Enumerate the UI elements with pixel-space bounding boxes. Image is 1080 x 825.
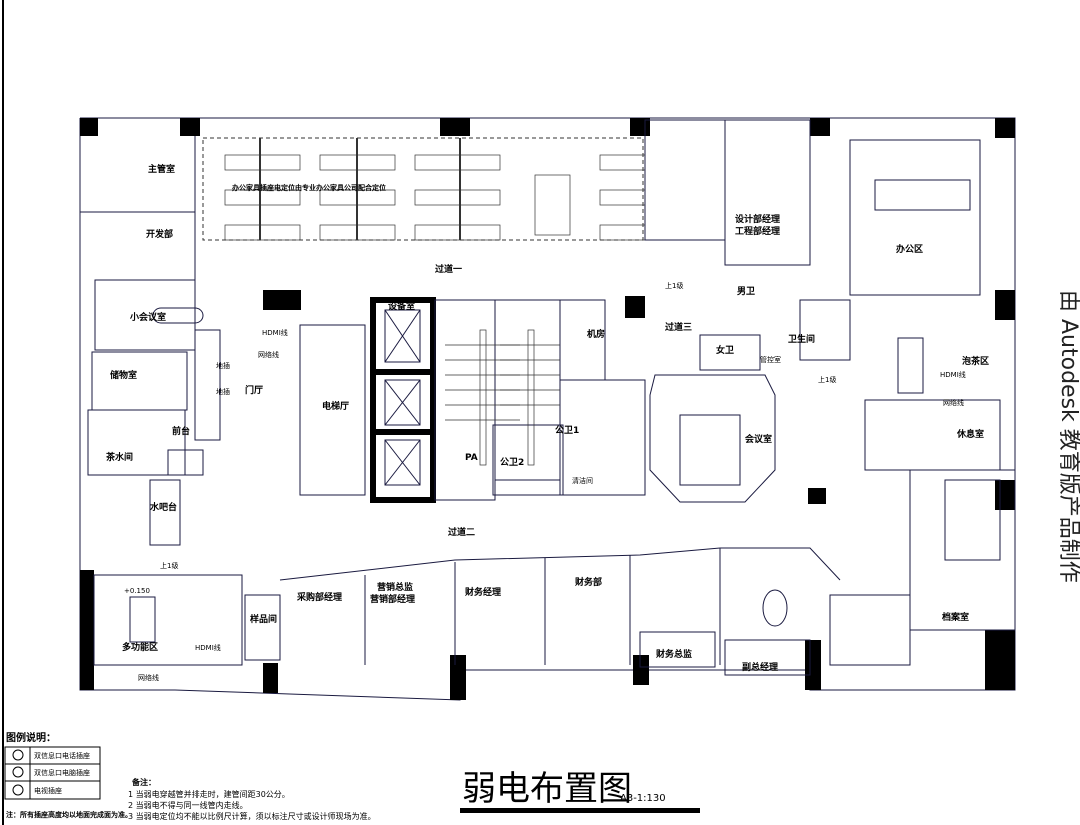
label-network-1: 网络线 bbox=[258, 350, 279, 359]
workstations bbox=[224, 138, 646, 241]
label-finance-dir: 财务总监 bbox=[655, 648, 692, 660]
label-elevation: +0.150 bbox=[124, 587, 150, 595]
label-storage: 储物室 bbox=[110, 369, 137, 381]
label-sample: 样品间 bbox=[250, 613, 277, 625]
legend-item: 双信息口电脑插座 bbox=[34, 768, 90, 777]
label-hdmi-1: HDMI线 bbox=[262, 328, 288, 337]
watermark: 由 Autodesk 教育版产品制作 bbox=[1056, 290, 1080, 583]
label-corridor-2: 过道二 bbox=[448, 526, 475, 538]
tv-outlet-icon bbox=[12, 784, 24, 796]
legend-note: 注：所有插座高度均以地面完成面为准。 bbox=[6, 810, 132, 819]
label-step-up-3: 上1级 bbox=[160, 561, 178, 570]
label-toilet: 卫生间 bbox=[788, 333, 815, 345]
label-marketing-dir: 营销总监 bbox=[377, 581, 413, 593]
legend-item: 电视插座 bbox=[34, 786, 62, 795]
label-wc2: 公卫2 bbox=[500, 457, 524, 468]
phone-outlet-icon bbox=[12, 749, 24, 761]
label-male-wc: 男卫 bbox=[737, 286, 755, 297]
title-underline bbox=[460, 808, 700, 813]
label-network-2: 网络线 bbox=[943, 398, 964, 407]
label-cleaning: 清洁间 bbox=[572, 476, 593, 485]
label-small-meeting: 小会议室 bbox=[129, 311, 166, 323]
data-outlet-icon bbox=[12, 766, 24, 778]
label-corridor-3: 过道三 bbox=[665, 321, 692, 333]
outer-walls bbox=[79, 117, 1016, 701]
room-labels: 主管室 开发部 小会议室 储物室 茶水间 前台 水吧台 地插 地插 HDMI线 … bbox=[105, 163, 989, 682]
drawing-scale: A3-1:130 bbox=[620, 793, 666, 804]
label-purchase-mgr: 采购部经理 bbox=[296, 591, 342, 603]
label-finance: 财务部 bbox=[574, 576, 602, 588]
label-dev: 开发部 bbox=[146, 228, 173, 240]
open-office-zone bbox=[202, 137, 644, 241]
legend-item: 双信息口电话插座 bbox=[34, 751, 90, 760]
label-eng-mgr: 工程部经理 bbox=[735, 225, 780, 237]
legend: 图例说明： 双信息口电话插座 双信息口电脑插座 电视插座 注：所有插座高度均以地… bbox=[4, 731, 132, 819]
remark-line: 1 当弱电穿越管并排走时，建管间距30公分。 bbox=[128, 789, 290, 799]
remark-line: 3 当弱电定位均不能以比例尺计算，须以标注尺寸或设计师现场为准。 bbox=[128, 811, 376, 821]
label-lobby: 门厅 bbox=[245, 384, 263, 396]
label-reception: 前台 bbox=[172, 425, 190, 437]
label-tea-room: 茶水间 bbox=[105, 451, 133, 463]
label-server: 机房 bbox=[587, 328, 605, 340]
label-archive: 档案室 bbox=[942, 611, 969, 623]
label-tea-area: 泡茶区 bbox=[962, 355, 989, 367]
legend-heading: 图例说明： bbox=[6, 731, 56, 744]
label-wc1: 公卫1 bbox=[555, 425, 579, 436]
label-design-mgr: 设计部经理 bbox=[735, 213, 780, 225]
label-multi: 多功能区 bbox=[122, 641, 158, 653]
label-lounge: 休息室 bbox=[956, 428, 984, 440]
remarks: 备注： 1 当弱电穿越管并排走时，建管间距30公分。 2 当弱电不得与同一线管内… bbox=[128, 777, 376, 821]
label-meeting: 会议室 bbox=[745, 433, 772, 445]
label-step-up-2: 上1级 bbox=[818, 375, 836, 384]
label-floor-outlet-2: 地插 bbox=[216, 387, 230, 396]
label-office: 办公区 bbox=[896, 243, 923, 255]
label-floor-outlet-1: 地插 bbox=[216, 361, 230, 370]
label-hdmi-3: HDMI线 bbox=[195, 643, 221, 652]
label-control: 管控室 bbox=[760, 355, 781, 364]
label-female-wc: 女卫 bbox=[716, 344, 734, 356]
label-bar: 水吧台 bbox=[150, 501, 177, 513]
label-step-up-1: 上1级 bbox=[665, 281, 683, 290]
remarks-heading: 备注： bbox=[131, 777, 156, 787]
label-equipment: 设备室 bbox=[388, 300, 415, 312]
label-pa: PA bbox=[465, 453, 478, 463]
remark-line: 2 当弱电不得与同一线管内走线。 bbox=[128, 800, 248, 810]
label-finance-mgr: 财务经理 bbox=[464, 586, 501, 598]
label-vice-gm: 副总经理 bbox=[742, 661, 778, 673]
label-marketing-mgr: 营销部经理 bbox=[370, 593, 415, 605]
furniture-note: 办公家具插座电定位由专业办公家具公司配合定位 bbox=[232, 183, 386, 192]
label-elevator-hall: 电梯厅 bbox=[322, 400, 349, 412]
label-corridor-1: 过道一 bbox=[435, 263, 462, 275]
drawing-title: 弱电布置图 bbox=[462, 769, 632, 809]
interior-walls bbox=[80, 119, 1016, 676]
label-network-3: 网络线 bbox=[138, 673, 159, 682]
label-supervisor: 主管室 bbox=[148, 163, 175, 175]
label-hdmi-2: HDMI线 bbox=[940, 370, 966, 379]
stairs bbox=[445, 329, 560, 466]
